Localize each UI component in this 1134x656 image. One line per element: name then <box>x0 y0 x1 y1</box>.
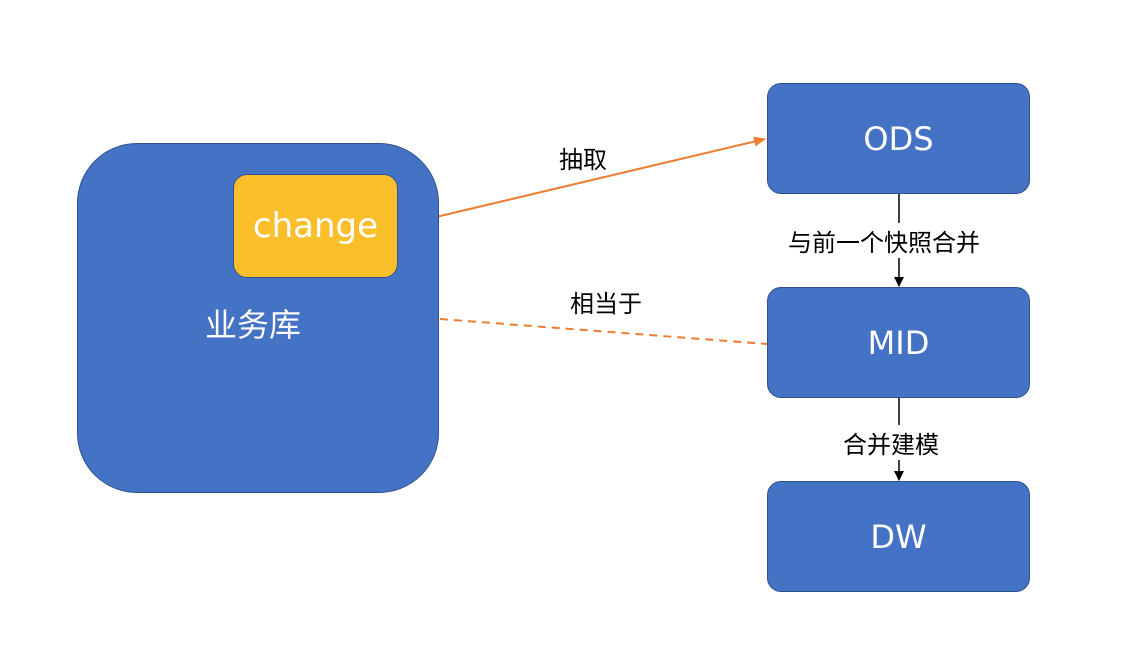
change-label: change <box>252 206 379 246</box>
merge-model-edge-label: 合并建模 <box>842 425 940 460</box>
extract-arrow <box>397 136 766 227</box>
dw-node: DW <box>767 481 1030 592</box>
mid-label: MID <box>867 323 930 362</box>
ods-label: ODS <box>863 119 934 158</box>
mid-node: MID <box>767 287 1030 398</box>
equivalent-edge-label: 相当于 <box>570 290 642 318</box>
change-node: change <box>233 174 398 278</box>
business-db-label: 业务库 <box>205 306 302 344</box>
extract-edge-label: 抽取 <box>559 146 607 174</box>
merge-snapshot-edge-label: 与前一个快照合并 <box>787 223 981 258</box>
ods-node: ODS <box>767 83 1030 194</box>
dw-label: DW <box>870 517 927 556</box>
equivalent-dashed-line <box>439 318 768 345</box>
